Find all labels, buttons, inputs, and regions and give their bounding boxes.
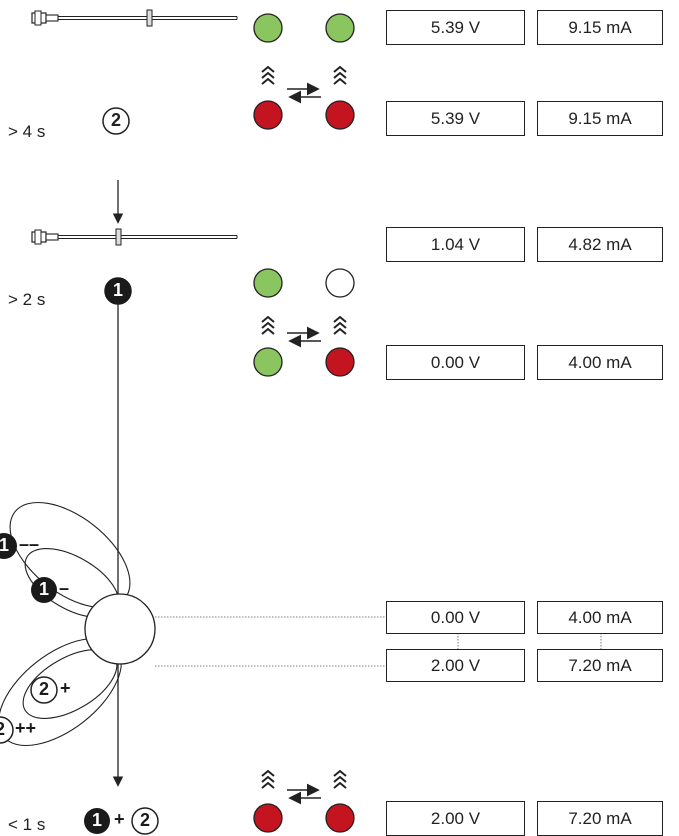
swap-arrows-icon (287, 333, 321, 341)
led-indicator-icon (325, 13, 355, 43)
button-1-icon (31, 577, 57, 603)
sensor-probe-icon (31, 228, 238, 246)
voltage-display: 2.00 V (386, 649, 525, 682)
button-1-label: 1 (38, 579, 49, 599)
hub-circle (84, 593, 156, 665)
button-1-icon (0, 533, 17, 559)
button-2-label: 2 (38, 679, 49, 699)
button-1-label: 1 (0, 535, 9, 555)
time-label: > 2 s (8, 290, 46, 309)
button-2-icon (0, 716, 14, 744)
button-2-icon (30, 676, 58, 704)
led-indicator-icon (253, 268, 283, 298)
led-indicator-icon (253, 803, 283, 833)
button-2-icon (102, 107, 130, 135)
current-display: 9.15 mA (537, 10, 663, 45)
button-1-icon (84, 808, 110, 834)
button-2-label: 2 (110, 110, 121, 130)
led-indicator-icon (325, 803, 355, 833)
button-2-icon (131, 807, 159, 835)
chevron-up-icon (261, 770, 275, 789)
button-2-label: 2 (0, 719, 7, 740)
petal-sign: – (59, 578, 70, 598)
chevron-up-icon (333, 316, 347, 335)
chevron-up-icon (261, 66, 275, 85)
voltage-display: 5.39 V (386, 10, 525, 45)
voltage-display: 2.00 V (386, 801, 525, 836)
current-display: 4.82 mA (537, 227, 663, 262)
swap-arrows-icon (287, 790, 321, 798)
voltage-display: 0.00 V (386, 345, 525, 380)
current-display: 7.20 mA (537, 649, 663, 682)
combo-plus: + (114, 809, 125, 829)
led-indicator-icon (325, 268, 355, 298)
voltage-display: 1.04 V (386, 227, 525, 262)
sensor-probe-icon (31, 9, 238, 27)
button-1-label: 1 (112, 280, 123, 300)
chevron-up-icon (261, 316, 275, 335)
led-indicator-icon (253, 13, 283, 43)
petal-sign: ++ (15, 718, 37, 738)
time-label: > 4 s (8, 122, 46, 141)
led-indicator-icon (253, 100, 283, 130)
button-1-label: 1 (91, 810, 102, 830)
led-indicator-icon (325, 100, 355, 130)
petal-sign: + (60, 678, 71, 698)
current-display: 9.15 mA (537, 101, 663, 136)
swap-arrows-icon (287, 89, 321, 97)
button-2-label: 2 (139, 810, 150, 830)
time-label: < 1 s (8, 815, 46, 834)
led-indicator-icon (253, 347, 283, 377)
voltage-display: 0.00 V (386, 601, 525, 634)
led-indicator-icon (325, 347, 355, 377)
chevron-up-icon (333, 770, 347, 789)
current-display: 4.00 mA (537, 601, 663, 634)
current-display: 7.20 mA (537, 801, 663, 836)
petal-sign: –– (19, 534, 40, 554)
chevron-up-icon (333, 66, 347, 85)
voltage-display: 5.39 V (386, 101, 525, 136)
current-display: 4.00 mA (537, 345, 663, 380)
